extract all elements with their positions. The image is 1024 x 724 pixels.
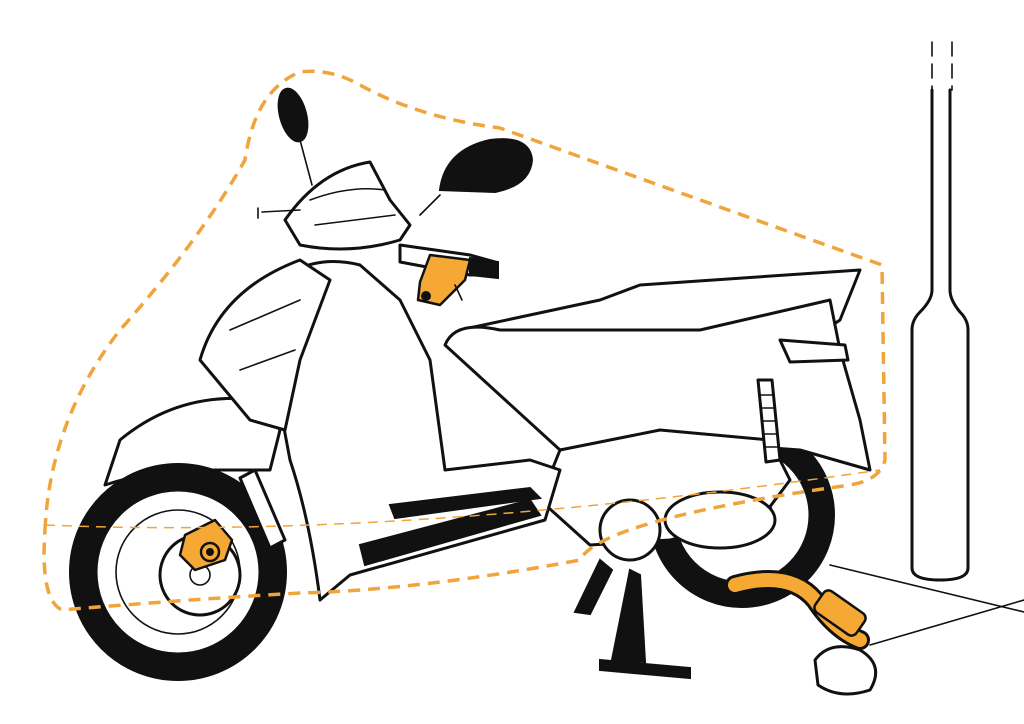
front-wheel xyxy=(69,463,287,681)
pole xyxy=(910,41,970,582)
mirrors xyxy=(277,87,534,194)
center-stand xyxy=(573,558,691,680)
cover-outline xyxy=(42,69,887,612)
disc-lock xyxy=(178,518,234,572)
chain-lock xyxy=(725,570,878,696)
handlebar-lock xyxy=(416,253,472,307)
scooter-body xyxy=(103,139,872,602)
ground-lines xyxy=(829,564,1024,646)
